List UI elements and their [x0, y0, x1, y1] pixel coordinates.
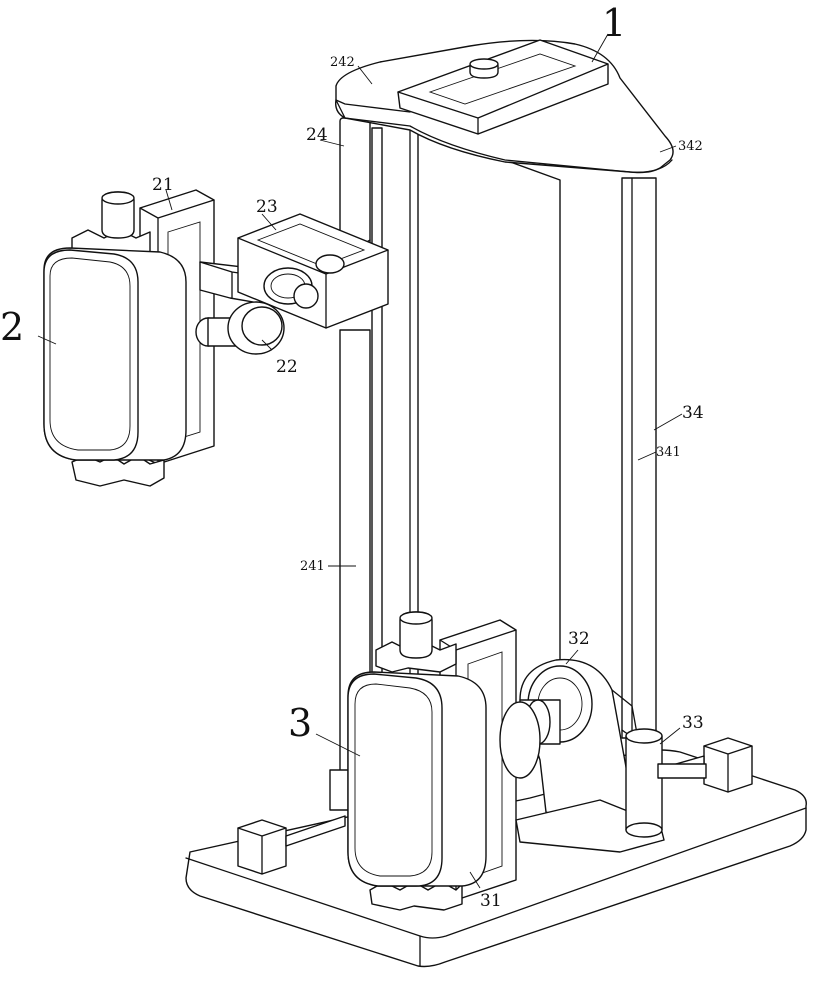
label-33: 33	[682, 713, 704, 733]
label-32: 32	[568, 629, 590, 649]
label-34: 34	[682, 403, 704, 423]
label-241: 241	[300, 559, 325, 574]
label-21: 21	[152, 175, 174, 195]
label-242: 242	[330, 55, 355, 70]
label-1: 1	[602, 1, 626, 45]
guide-rod-right	[622, 178, 656, 738]
label-24: 24	[306, 125, 328, 145]
label-22: 22	[276, 357, 298, 377]
label-31: 31	[480, 891, 502, 911]
label-342: 342	[678, 139, 703, 154]
label-3: 3	[288, 701, 312, 745]
label-23: 23	[256, 197, 278, 217]
label-2: 2	[0, 305, 24, 349]
label-341: 341	[656, 445, 681, 460]
